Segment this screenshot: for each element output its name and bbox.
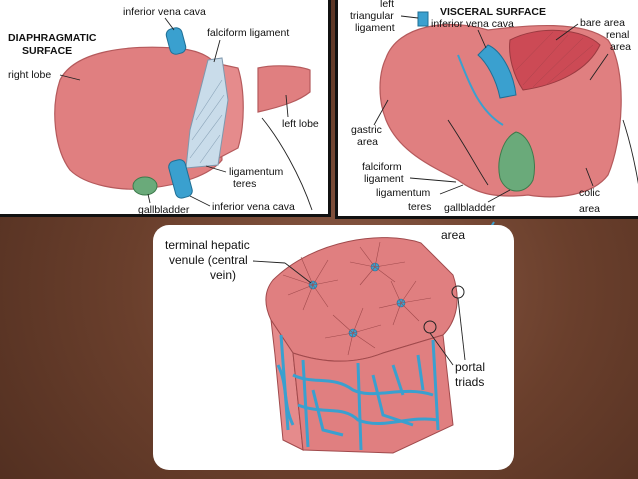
label-colic-area-1: colic [579,187,600,199]
diaphragmatic-title-2: SURFACE [22,45,72,57]
label-renal-area-1: renal [606,29,629,41]
label-falciform-ligament: falciform ligament [207,27,289,39]
label-central-vein-1: terminal hepatic [165,238,250,252]
label-visceral-ivc: inferior vena cava [431,18,514,30]
label-gallbladder: gallbladder [138,204,190,216]
lobule-panel: area terminal hepatic venule (central ve… [153,225,514,470]
label-portal-triads-1: portal [455,360,485,374]
label-renal-area-2: area [610,41,631,53]
label-bare-area: bare area [580,17,625,29]
visceral-gallbladder-shape [498,131,535,192]
liver-lobule-illustration: area terminal hepatic venule (central ve… [165,228,485,454]
left-lobe-shape [257,65,311,113]
label-portal-triads-2: triads [455,375,484,389]
label-right-lobe: right lobe [8,69,51,81]
diaphragmatic-surface-panel: DIAPHRAGMATIC SURFACE inferior vena cava… [0,0,331,217]
label-ligamentum-teres-2: teres [233,178,256,190]
label-left-triangular-3: ligament [355,22,395,34]
lobule-top-face [265,237,458,362]
falciform-ligament-shape [185,57,229,169]
visceral-liver-illustration: left triangular ligament VISCERAL SURFAC… [350,0,638,215]
gallbladder-shape [132,176,158,196]
visceral-title: VISCERAL SURFACE [440,6,546,18]
label-ivc-bottom: inferior vena cava [212,201,295,213]
label-falciform-1: falciform [362,161,402,173]
label-left-triangular-1: left [380,0,394,10]
label-left-lobe: left lobe [282,118,319,130]
label-left-triangular-2: triangular [350,10,394,22]
label-gastric-area-1: gastric [351,124,382,136]
ivc-bottom-vessel [168,159,193,199]
sinusoid-network [276,334,440,451]
label-ligamentum-teres-1: ligamentum [229,166,284,178]
lobule-left-face [270,319,304,451]
lobule-spokes [282,241,432,356]
visceral-surface-panel: left triangular ligament VISCERAL SURFAC… [335,0,638,219]
label-gastric-area-2: area [357,136,378,148]
diaphragmatic-liver-illustration: DIAPHRAGMATIC SURFACE inferior vena cava… [8,6,319,216]
label-vis-gallbladder: gallbladder [444,202,496,214]
label-area: area [441,228,465,242]
label-central-vein-3: vein) [210,268,236,282]
label-ivc-top: inferior vena cava [123,6,206,18]
label-central-vein-2: venule (central [169,253,248,267]
label-vis-ligamentum-1: ligamentum [376,187,431,199]
right-lobe-shape [54,46,223,190]
label-vis-ligamentum-2: teres [408,201,431,213]
label-colic-area-2: area [579,203,600,215]
label-falciform-2: ligament [364,173,404,185]
diaphragmatic-title-1: DIAPHRAGMATIC [8,32,97,44]
visceral-ivc-vessel [477,44,517,99]
